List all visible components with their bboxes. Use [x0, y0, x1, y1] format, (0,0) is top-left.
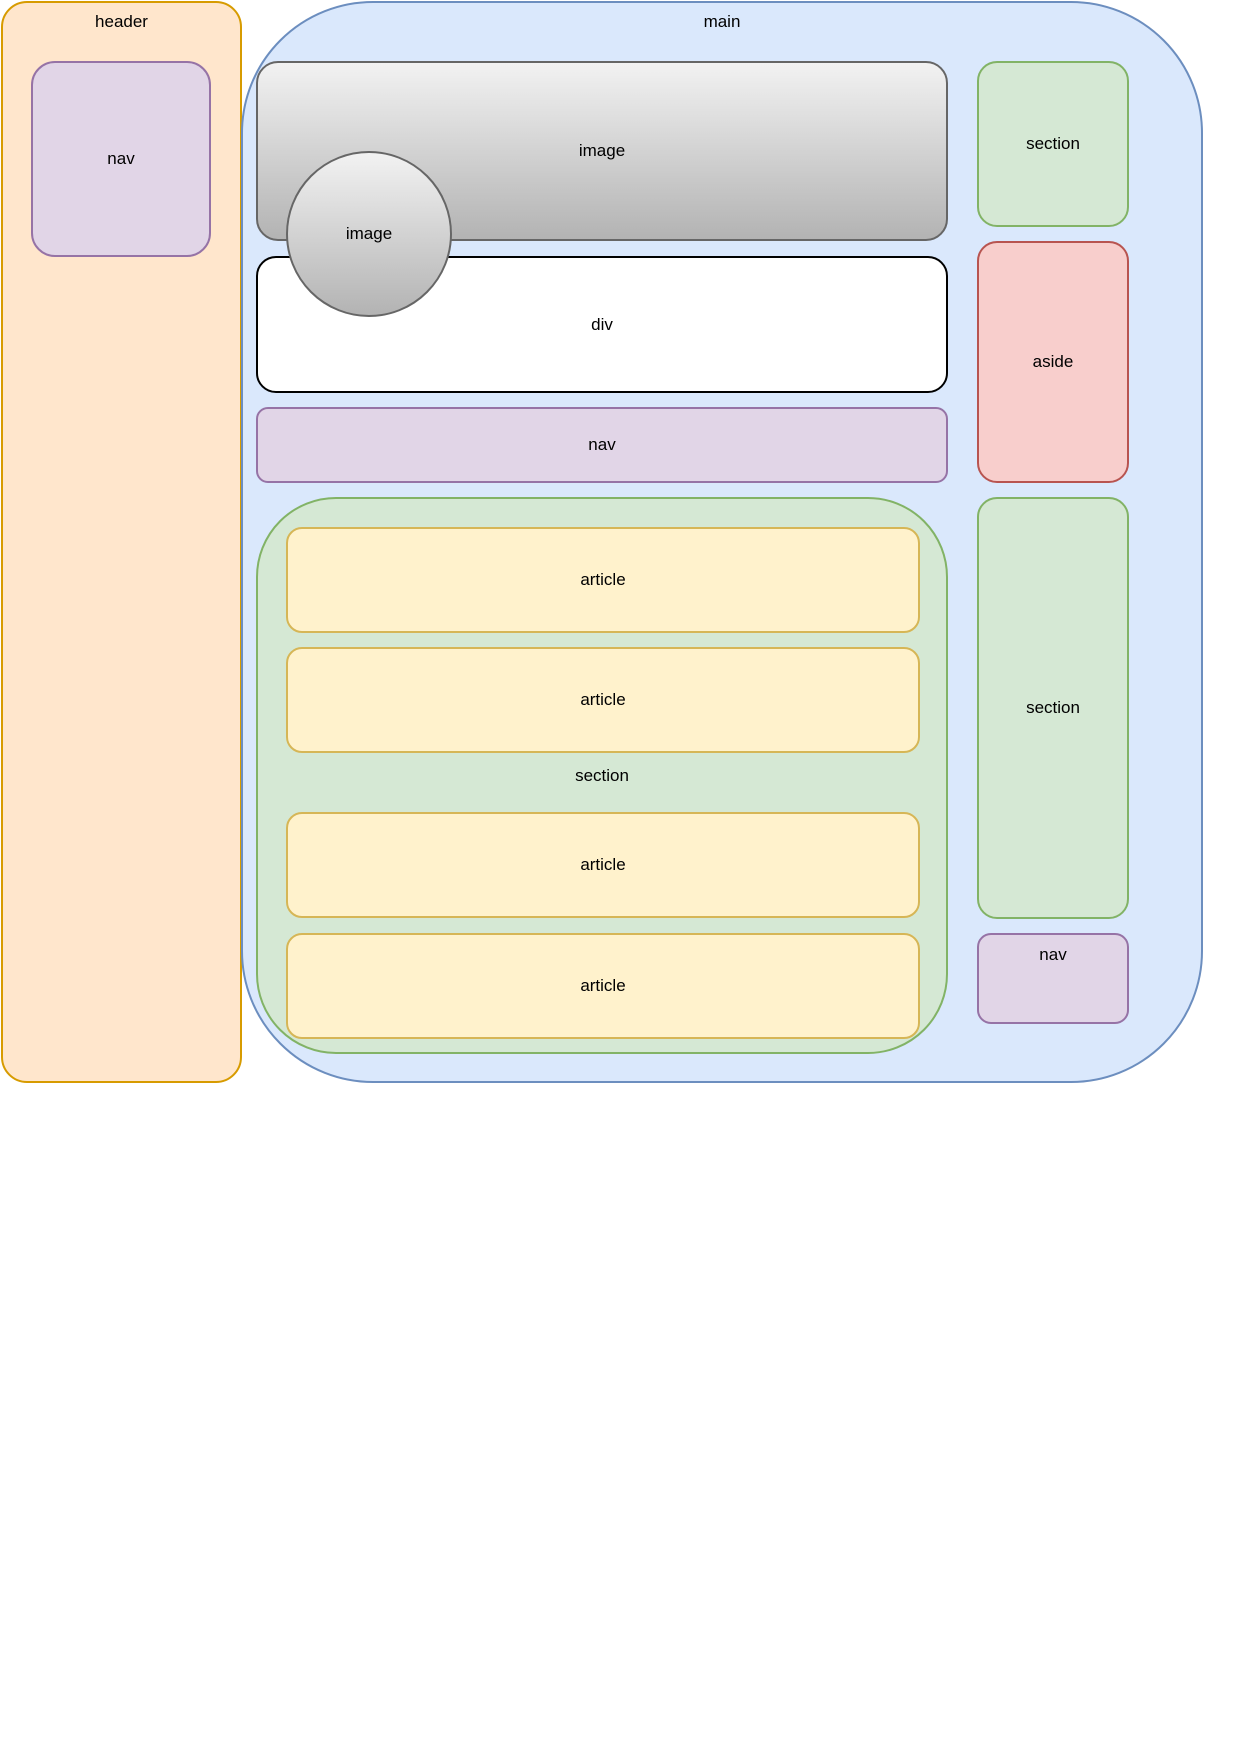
nav-bar-label: nav: [588, 435, 616, 454]
header-nav-block: nav: [31, 61, 211, 257]
round-image-label: image: [345, 224, 393, 243]
aside-label: aside: [1032, 352, 1074, 371]
article-block: article: [286, 527, 920, 633]
header-label: header: [95, 12, 148, 31]
main-label: main: [703, 12, 741, 31]
round-image-block: image: [286, 151, 452, 317]
article-label: article: [580, 690, 626, 709]
article-block: article: [286, 647, 920, 753]
article-block: article: [286, 812, 920, 918]
article-label: article: [580, 976, 626, 995]
article-label: article: [580, 570, 626, 589]
hero-image-label: image: [578, 141, 626, 160]
header-nav-label: nav: [107, 149, 135, 168]
nav-bar-block: nav: [256, 407, 948, 483]
article-label: article: [580, 855, 626, 874]
aside-block: aside: [977, 241, 1129, 483]
section-right-label: section: [1026, 698, 1080, 717]
article-block: article: [286, 933, 920, 1039]
section-top-label: section: [1026, 134, 1080, 153]
section-right-block: section: [977, 497, 1129, 919]
nav-small-label: nav: [1039, 945, 1067, 964]
section-main-label: section: [575, 766, 629, 785]
nav-small-block: nav: [977, 933, 1129, 1024]
section-top-block: section: [977, 61, 1129, 227]
div-label: div: [591, 314, 613, 334]
